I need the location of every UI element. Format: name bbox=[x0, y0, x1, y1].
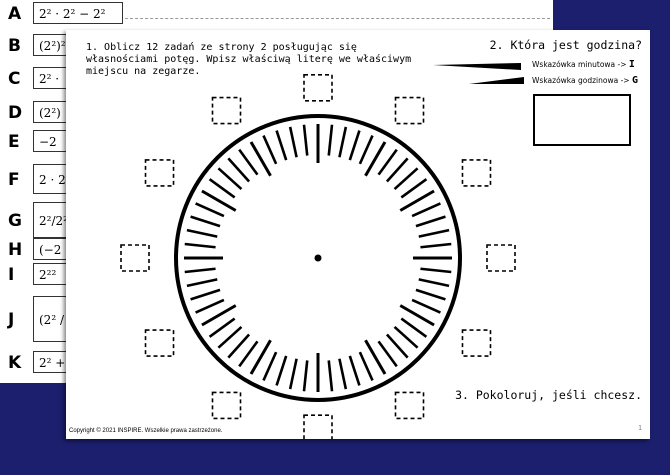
hour-tick bbox=[399, 189, 435, 212]
hour-tick bbox=[249, 339, 272, 375]
minute-tick bbox=[195, 298, 225, 314]
hour-tick bbox=[364, 339, 387, 375]
minute-tick bbox=[338, 126, 348, 158]
minute-tick bbox=[358, 351, 374, 381]
dotted-line bbox=[120, 18, 550, 19]
minute-tick bbox=[288, 126, 298, 158]
minute-tick bbox=[190, 215, 221, 228]
minute-tick bbox=[377, 148, 398, 176]
task-3-instruction: 3. Pokoloruj, jeśli chcesz. bbox=[455, 388, 642, 402]
minute-hand-label: Wskazówka minutowa -> I bbox=[532, 59, 635, 70]
letter-slot-2[interactable] bbox=[461, 159, 492, 187]
minute-tick bbox=[418, 278, 450, 288]
minute-tick bbox=[377, 340, 398, 368]
minute-tick bbox=[184, 242, 216, 249]
hour-hand-icon bbox=[469, 77, 524, 84]
minute-tick bbox=[400, 178, 428, 199]
answer-letter: J bbox=[8, 310, 15, 330]
front-worksheet-page: 1. Oblicz 12 zadań ze strony 2 posługują… bbox=[66, 30, 650, 439]
minute-tick bbox=[385, 333, 409, 359]
hour-tick bbox=[249, 141, 272, 177]
minute-tick bbox=[358, 135, 374, 165]
answer-letter: I bbox=[8, 265, 15, 285]
answer-letter: A bbox=[8, 4, 22, 24]
answer-letter: B bbox=[8, 36, 21, 56]
minute-hand-icon bbox=[433, 63, 521, 70]
minute-tick bbox=[275, 355, 288, 386]
letter-slot-11[interactable] bbox=[211, 96, 242, 125]
hour-tick bbox=[201, 189, 237, 212]
answer-letter: H bbox=[8, 240, 23, 260]
minute-tick bbox=[208, 178, 236, 199]
minute-tick bbox=[420, 267, 452, 274]
minute-tick bbox=[262, 135, 278, 165]
letter-slot-5[interactable] bbox=[394, 391, 425, 420]
minute-tick bbox=[227, 157, 251, 183]
page-number: 1 bbox=[638, 425, 642, 432]
copyright-notice: Copyright © 2021 INSPIRE. Wszelkie prawa… bbox=[69, 428, 223, 434]
letter-slot-9[interactable] bbox=[120, 244, 150, 272]
clock-outer-circle bbox=[174, 114, 462, 402]
minute-tick bbox=[415, 288, 446, 301]
letter-slot-1[interactable] bbox=[394, 96, 425, 125]
clock-face bbox=[120, 63, 524, 439]
letter-slot-6[interactable] bbox=[303, 414, 333, 439]
letter-slot-4[interactable] bbox=[461, 329, 492, 357]
answer-letter: F bbox=[8, 170, 20, 190]
minute-tick bbox=[302, 124, 309, 156]
minute-tick bbox=[238, 148, 259, 176]
minute-tick bbox=[186, 278, 218, 288]
letter-slot-8[interactable] bbox=[144, 329, 175, 357]
minute-tick bbox=[420, 242, 452, 249]
answer-letter: D bbox=[8, 103, 23, 123]
clock-center-dot bbox=[314, 254, 322, 262]
minute-tick bbox=[227, 333, 251, 359]
minute-tick bbox=[195, 202, 225, 218]
minute-tick bbox=[186, 228, 218, 238]
minute-tick bbox=[275, 130, 288, 161]
minute-tick bbox=[348, 355, 361, 386]
hour-tick bbox=[364, 141, 387, 177]
task-2-question: 2. Która jest godzina? bbox=[489, 38, 642, 52]
letter-slot-3[interactable] bbox=[486, 244, 516, 272]
answer-expression: 2² · 2² − 2² bbox=[33, 2, 123, 24]
minute-tick bbox=[411, 298, 441, 314]
minute-tick bbox=[385, 157, 409, 183]
minute-tick bbox=[217, 325, 243, 349]
minute-tick bbox=[348, 130, 361, 161]
minute-tick bbox=[217, 167, 243, 191]
minute-tick bbox=[393, 167, 419, 191]
hour-hand-label: Wskazówka godzinowa -> G bbox=[532, 75, 638, 86]
minute-tick bbox=[411, 202, 441, 218]
letter-slot-10[interactable] bbox=[144, 159, 175, 187]
minute-tick bbox=[327, 124, 334, 156]
minute-tick bbox=[393, 325, 419, 349]
answer-letter: K bbox=[8, 353, 22, 373]
minute-tick bbox=[418, 228, 450, 238]
answer-letter: G bbox=[8, 211, 22, 231]
minute-tick bbox=[327, 360, 334, 392]
minute-tick bbox=[262, 351, 278, 381]
minute-tick bbox=[190, 288, 221, 301]
answer-letter: E bbox=[8, 132, 20, 152]
hour-tick bbox=[201, 304, 237, 327]
minute-tick bbox=[415, 215, 446, 228]
hour-tick bbox=[399, 304, 435, 327]
task-1-instructions: 1. Oblicz 12 zadań ze strony 2 posługują… bbox=[86, 42, 412, 77]
minute-tick bbox=[338, 358, 348, 390]
minute-tick bbox=[208, 317, 236, 338]
answer-letter: C bbox=[8, 69, 21, 89]
minute-tick bbox=[400, 317, 428, 338]
minute-tick bbox=[184, 267, 216, 274]
minute-tick bbox=[288, 358, 298, 390]
minute-tick bbox=[238, 340, 259, 368]
time-answer-box[interactable] bbox=[533, 94, 631, 146]
letter-slot-7[interactable] bbox=[211, 391, 242, 420]
letter-slot-12[interactable] bbox=[303, 74, 333, 102]
minute-tick bbox=[302, 360, 309, 392]
